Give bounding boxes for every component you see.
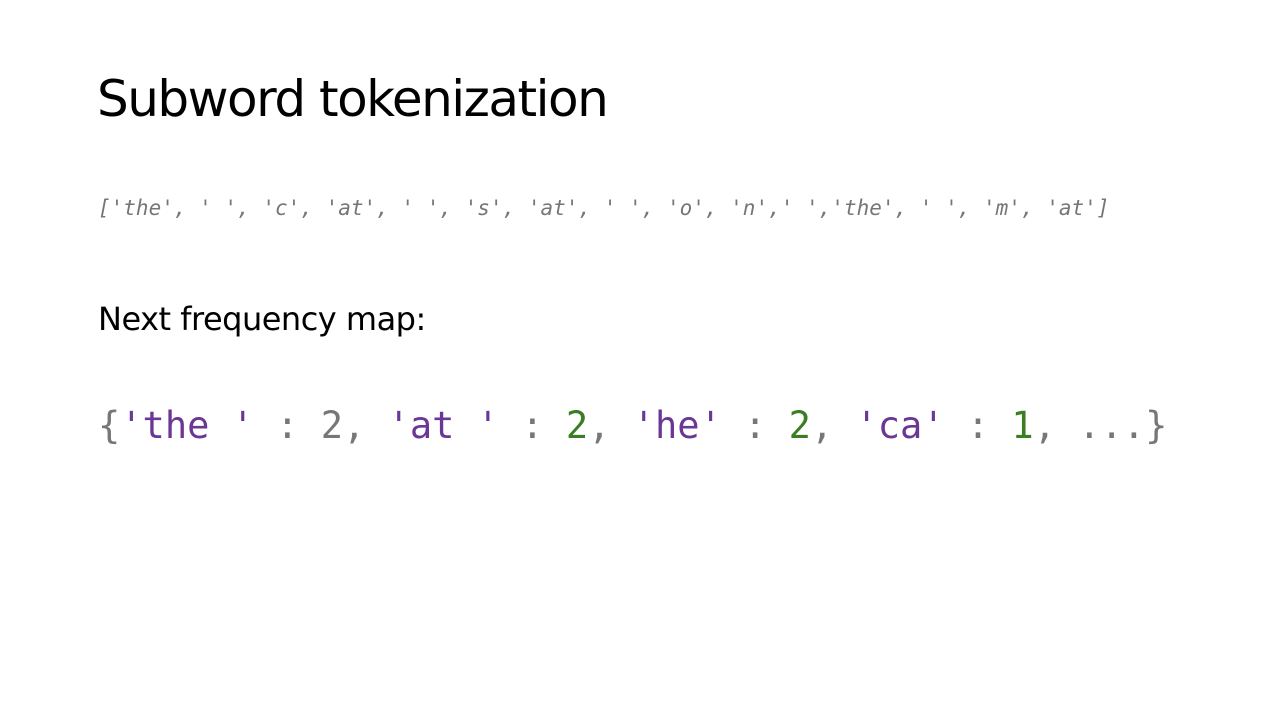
map-value: 2 [788, 404, 811, 447]
colon: : [721, 404, 789, 447]
comma: , [1033, 404, 1079, 447]
colon: : [944, 404, 1012, 447]
slide-title: Subword tokenization [97, 70, 609, 128]
comma: , [810, 404, 856, 447]
frequency-map: {'the ' : 2, 'at ' : 2, 'he' : 2, 'ca' :… [98, 402, 1167, 450]
map-value: 1 [1011, 404, 1034, 447]
token-list: ['the', ' ', 'c', 'at', ' ', 's', 'at', … [98, 196, 1110, 220]
colon: : [253, 404, 321, 447]
open-brace: { [98, 404, 121, 447]
colon: : [499, 404, 566, 447]
subheading: Next frequency map: [98, 300, 426, 338]
map-value: 2 [565, 404, 589, 447]
comma: , [343, 404, 388, 447]
comma: , [588, 404, 633, 447]
map-key: 'at ' [387, 404, 499, 447]
close-brace: } [1145, 404, 1168, 447]
map-value: 2 [320, 404, 344, 447]
ellipsis: ... [1078, 404, 1146, 447]
map-key: 'he' [632, 404, 722, 447]
map-key: 'the ' [120, 404, 254, 447]
map-key: 'ca' [855, 404, 945, 447]
